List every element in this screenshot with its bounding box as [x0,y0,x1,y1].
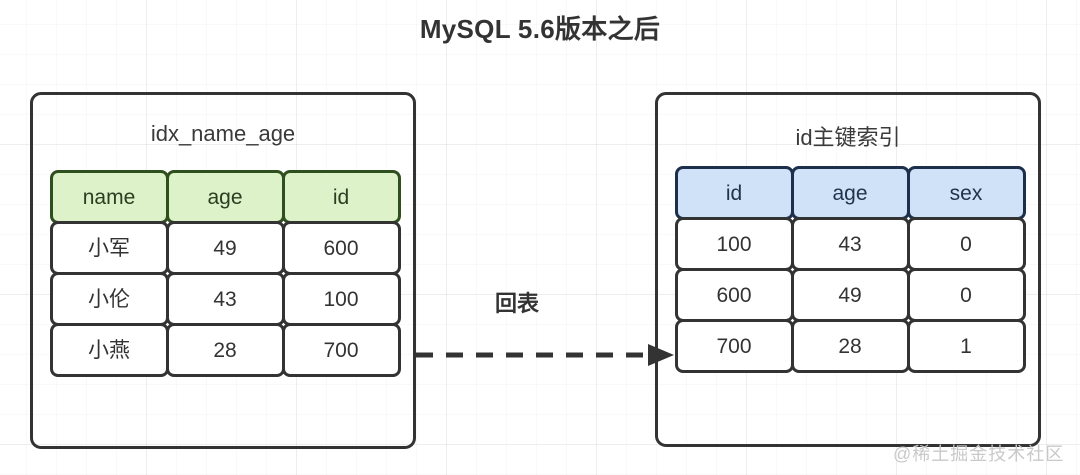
cell-id: 100 [281,271,401,326]
column-header-name: name [49,169,169,224]
cell-id: 600 [281,220,401,275]
primary-index-container: id主键索引 id age sex 100 43 0 600 49 0 700 … [655,92,1041,447]
cell-age: 49 [790,267,910,322]
cell-age: 28 [165,322,285,377]
table-header-row: name age id [49,169,401,224]
table-row: 小伦 43 100 [49,271,401,326]
primary-index-title: id主键索引 [795,125,901,150]
cell-sex: 1 [906,318,1026,373]
table-row: 600 49 0 [674,267,1026,322]
cell-sex: 0 [906,267,1026,322]
primary-index-table: id age sex 100 43 0 600 49 0 700 28 1 [674,165,1026,373]
page-title: MySQL 5.6版本之后 [419,14,661,44]
column-header-age: age [165,169,285,224]
cell-name: 小伦 [49,271,169,326]
cell-age: 28 [790,318,910,373]
table-row: 小军 49 600 [49,220,401,275]
column-header-sex: sex [906,165,1026,220]
cell-id: 100 [674,216,794,271]
secondary-index-table: name age id 小军 49 600 小伦 43 100 小燕 28 70… [49,169,401,377]
table-row: 100 43 0 [674,216,1026,271]
cell-age: 49 [165,220,285,275]
cell-sex: 0 [906,216,1026,271]
cell-age: 43 [790,216,910,271]
column-header-age: age [790,165,910,220]
secondary-index-container: idx_name_age name age id 小军 49 600 小伦 43… [30,92,416,449]
table-row: 小燕 28 700 [49,322,401,377]
cell-id: 700 [674,318,794,373]
cell-name: 小军 [49,220,169,275]
secondary-index-title: idx_name_age [150,121,296,146]
table-header-row: id age sex [674,165,1026,220]
column-header-id: id [281,169,401,224]
table-row: 700 28 1 [674,318,1026,373]
cell-id: 700 [281,322,401,377]
arrow-label: 回表 [494,291,539,316]
column-header-id: id [674,165,794,220]
cell-name: 小燕 [49,322,169,377]
cell-age: 43 [165,271,285,326]
cell-id: 600 [674,267,794,322]
watermark: @稀土掘金技术社区 [893,444,1065,464]
